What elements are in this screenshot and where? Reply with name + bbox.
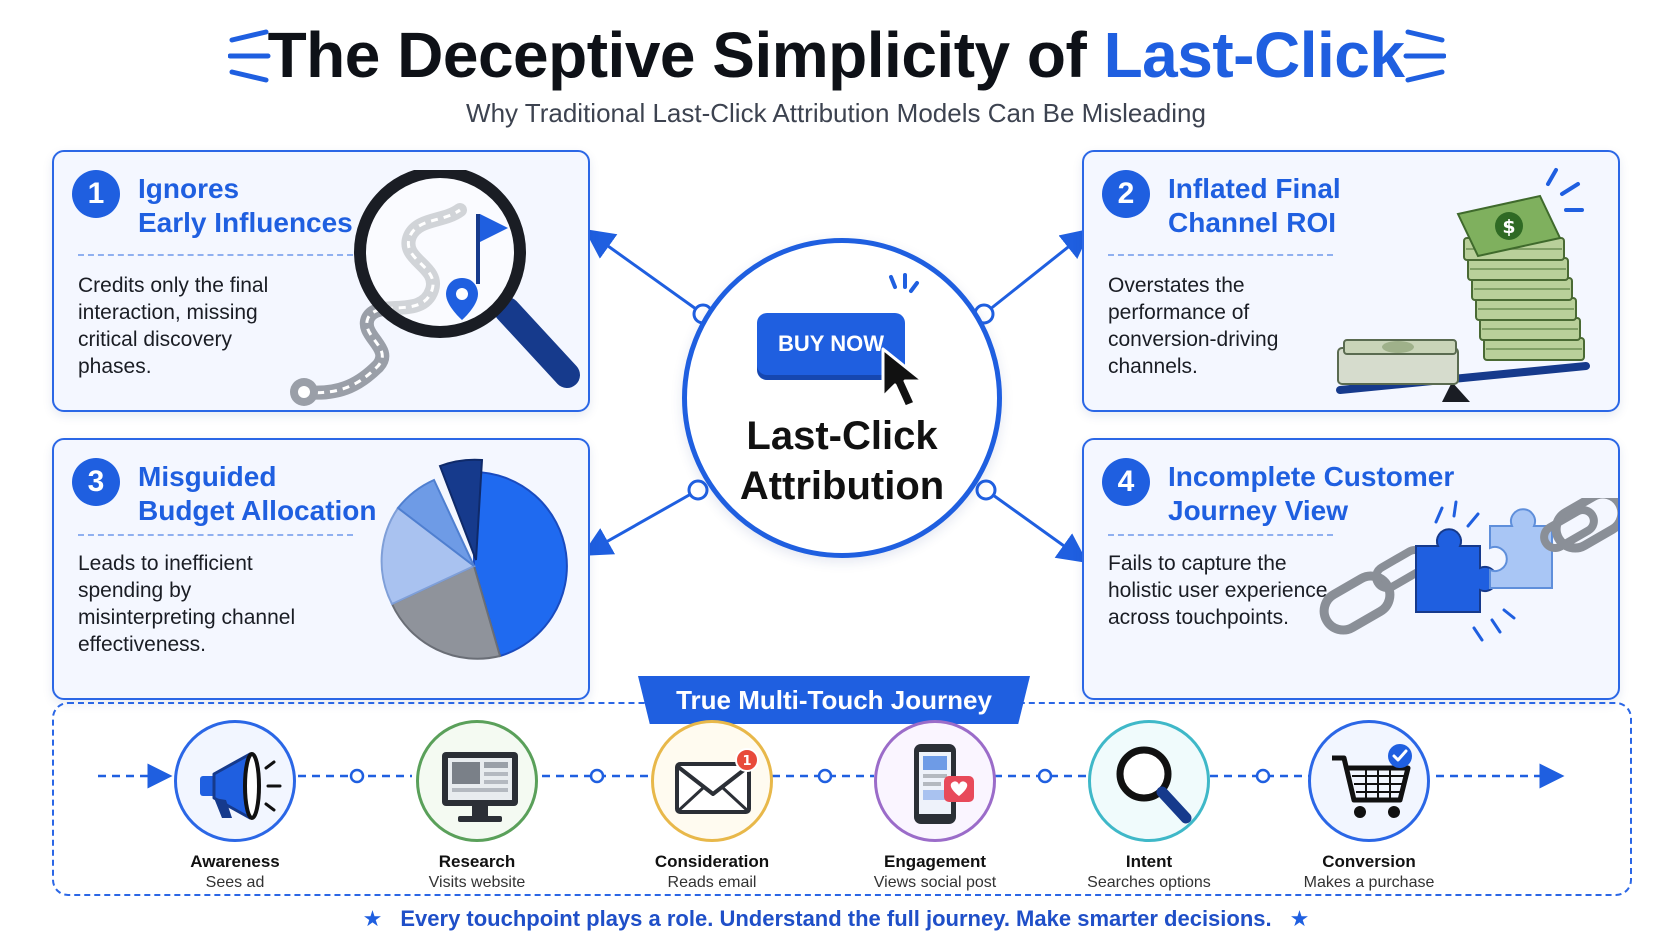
card-divider (1108, 534, 1333, 536)
mouse-cursor-icon (881, 347, 925, 409)
buy-now-button[interactable]: BUY NOW (757, 313, 905, 375)
journey-step-conversion: Conversion Makes a purchase (1269, 720, 1469, 892)
journey-step-engagement: Engagement Views social post (835, 720, 1035, 892)
step-name: Conversion (1322, 852, 1416, 871)
page-title: The Deceptive Simplicity of Last-Click (267, 19, 1405, 91)
shopping-cart-icon (1332, 744, 1412, 818)
card-number-badge: 1 (72, 170, 120, 218)
card-description: Leads to inefficient spending by misinte… (78, 552, 296, 656)
footer-tagline: ★ Every touchpoint plays a role. Understa… (0, 906, 1672, 932)
step-subtitle: Makes a purchase (1303, 874, 1435, 891)
card-divider (78, 534, 353, 536)
computer-monitor-icon (442, 752, 518, 822)
step-icon-circle (174, 720, 296, 842)
step-name: Research (438, 852, 516, 871)
step-icon-circle (416, 720, 538, 842)
card-description: Overstates the performance of conversion… (1108, 274, 1279, 378)
step-subtitle: Visits website (428, 874, 526, 891)
step-name: Awareness (190, 852, 280, 871)
card-description: Credits only the final interaction, miss… (78, 274, 269, 378)
click-spark-icon (889, 273, 919, 293)
card-number-badge: 3 (72, 458, 120, 506)
journey-step-awareness: Awareness Sees ad (135, 720, 335, 892)
step-name: Consideration (654, 852, 770, 871)
pie-chart-icon (380, 458, 568, 660)
step-subtitle: Reads email (667, 874, 757, 891)
card-divider (78, 254, 353, 256)
dollar-symbol: $ (1502, 216, 1515, 238)
journey-title-tab: True Multi-Touch Journey (638, 676, 1030, 724)
magnifier-icon (1116, 746, 1192, 824)
card-divider (1108, 254, 1333, 256)
step-subtitle: Views social post (873, 874, 997, 891)
step-name: Engagement (883, 852, 987, 871)
email-icon: 1 (675, 748, 759, 814)
step-icon-circle: 1 (651, 720, 773, 842)
step-name: Intent (1125, 852, 1173, 871)
journey-step-consideration: 1 Consideration Reads email (612, 720, 812, 892)
page-subtitle: Why Traditional Last-Click Attribution M… (466, 98, 1206, 128)
card-description: Fails to capture the holistic user exper… (1108, 552, 1328, 629)
megaphone-icon (200, 752, 282, 820)
step-icon-circle (1308, 720, 1430, 842)
step-icon-circle (1088, 720, 1210, 842)
magnifier-path-icon (290, 170, 580, 406)
page-title-accent: Last-Click (1103, 19, 1405, 91)
journey-step-research: Research Visits website (377, 720, 577, 892)
smartphone-icon (914, 744, 974, 824)
notification-count: 1 (742, 754, 751, 769)
star-icon: ★ (1289, 906, 1310, 931)
sparkle-lines-left-icon (228, 29, 271, 83)
star-icon: ★ (362, 906, 383, 931)
sparkle-lines-right-icon (1403, 29, 1446, 83)
step-subtitle: Searches options (1087, 874, 1211, 891)
card-number-badge: 2 (1102, 170, 1150, 218)
step-icon-circle (874, 720, 996, 842)
footer-text: Every touchpoint plays a role. Understan… (400, 906, 1272, 931)
step-subtitle: Sees ad (205, 874, 265, 891)
money-stack-scale-icon: $ (1336, 168, 1590, 402)
broken-chain-puzzle-icon (1319, 498, 1618, 642)
card-number-badge: 4 (1102, 458, 1150, 506)
journey-step-intent: Intent Searches options (1049, 720, 1249, 892)
